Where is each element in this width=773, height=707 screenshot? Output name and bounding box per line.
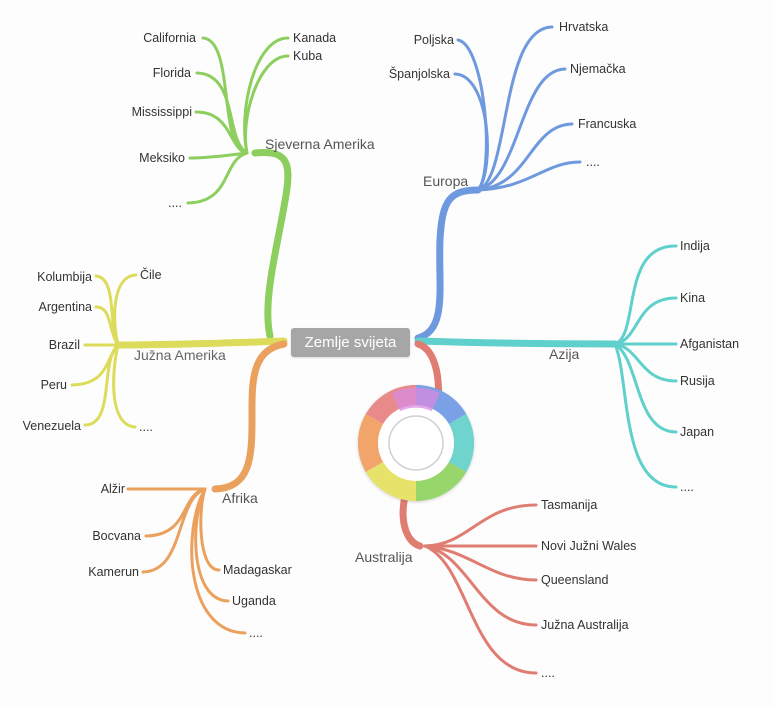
branch-label-afrika: Afrika xyxy=(222,490,258,506)
branch-label-australija: Australija xyxy=(355,549,413,565)
leaf-njemacka: Njemačka xyxy=(570,62,626,76)
branch-juzna-amerika[interactable]: Južna Amerika Kolumbija Čile Argentina B… xyxy=(23,267,288,434)
central-topic[interactable]: Zemlje svijeta xyxy=(291,328,410,357)
leaf-kamerun: Kamerun xyxy=(88,565,139,579)
leaf-japan: Japan xyxy=(680,425,714,439)
leaf-poljska: Poljska xyxy=(414,33,454,47)
branch-label-sjeverna-amerika: Sjeverna Amerika xyxy=(265,136,375,152)
leaf-afganistan: Afganistan xyxy=(680,337,739,351)
leaf-cile: Čile xyxy=(140,267,162,282)
leaf-juzna-more: .... xyxy=(139,420,153,434)
color-wheel-icon[interactable] xyxy=(358,384,474,502)
leaf-bocvana: Bocvana xyxy=(92,529,141,543)
leaf-brazil: Brazil xyxy=(49,338,80,352)
leaf-meksiko: Meksiko xyxy=(139,151,185,165)
leaf-kolumbija: Kolumbija xyxy=(37,270,92,284)
leaf-california: California xyxy=(143,31,196,45)
leaf-azija-more: .... xyxy=(680,480,694,494)
leaf-novi-juzni-wales: Novi Južni Wales xyxy=(541,539,636,553)
leaf-spanjolska: Španjolska xyxy=(389,66,450,81)
leaf-queensland: Queensland xyxy=(541,573,608,587)
branch-azija[interactable]: Azija Indija Kina Afganistan Rusija Japa… xyxy=(414,239,739,494)
leaf-australija-more: .... xyxy=(541,666,555,680)
branch-europa[interactable]: Europa Poljska Hrvatska Španjolska Njema… xyxy=(389,20,637,342)
leaf-francuska: Francuska xyxy=(578,117,636,131)
branch-sjeverna-amerika[interactable]: Sjeverna Amerika California Kanada Kuba … xyxy=(132,31,375,340)
leaf-mississippi: Mississippi xyxy=(132,105,192,119)
leaf-juzna-australija: Južna Australija xyxy=(541,618,629,632)
leaf-venezuela: Venezuela xyxy=(23,419,81,433)
leaf-tasmanija: Tasmanija xyxy=(541,498,597,512)
leaf-europa-more: .... xyxy=(586,155,600,169)
branch-afrika[interactable]: Afrika Alžir Bocvana Kamerun Madagaskar … xyxy=(88,340,292,640)
leaf-alzir: Alžir xyxy=(101,482,125,496)
leaf-rusija: Rusija xyxy=(680,374,715,388)
central-topic-label: Zemlje svijeta xyxy=(304,334,397,351)
leaf-afrika-more: .... xyxy=(249,626,263,640)
leaf-hrvatska: Hrvatska xyxy=(559,20,608,34)
branch-label-juzna-amerika: Južna Amerika xyxy=(134,347,226,363)
leaf-indija: Indija xyxy=(680,239,710,253)
leaf-kanada: Kanada xyxy=(293,31,336,45)
leaf-kuba: Kuba xyxy=(293,49,322,63)
leaf-argentina: Argentina xyxy=(38,300,92,314)
leaf-florida: Florida xyxy=(153,66,191,80)
leaf-madagaskar: Madagaskar xyxy=(223,563,292,577)
branch-label-europa: Europa xyxy=(423,173,468,189)
leaf-peru: Peru xyxy=(41,378,67,392)
leaf-kina: Kina xyxy=(680,291,705,305)
branch-label-azija: Azija xyxy=(549,346,580,362)
leaf-sjeverna-more: .... xyxy=(168,196,182,210)
leaf-uganda: Uganda xyxy=(232,594,276,608)
